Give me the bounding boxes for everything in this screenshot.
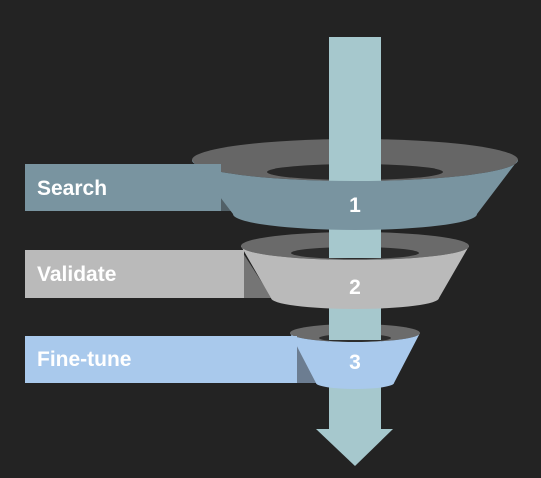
stage-number-2: 2: [349, 276, 361, 299]
label-bar-search: [25, 164, 221, 211]
funnel-2-body: [241, 246, 469, 309]
label-validate: Validate: [37, 263, 116, 286]
label-bar-fine-tune: [25, 336, 297, 383]
funnel-1-body: [192, 160, 518, 230]
arrow-shaft-seg-3: [329, 320, 381, 340]
arrow-shaft-seg-2: [329, 232, 381, 258]
label-search: Search: [37, 177, 107, 200]
label-bar-validate: [25, 250, 244, 298]
stage-number-1: 1: [349, 194, 361, 217]
stage-number-3: 3: [349, 351, 361, 374]
funnel-3-body: [290, 333, 420, 389]
arrow-head: [316, 429, 393, 466]
label-fine-tune: Fine-tune: [37, 348, 132, 371]
